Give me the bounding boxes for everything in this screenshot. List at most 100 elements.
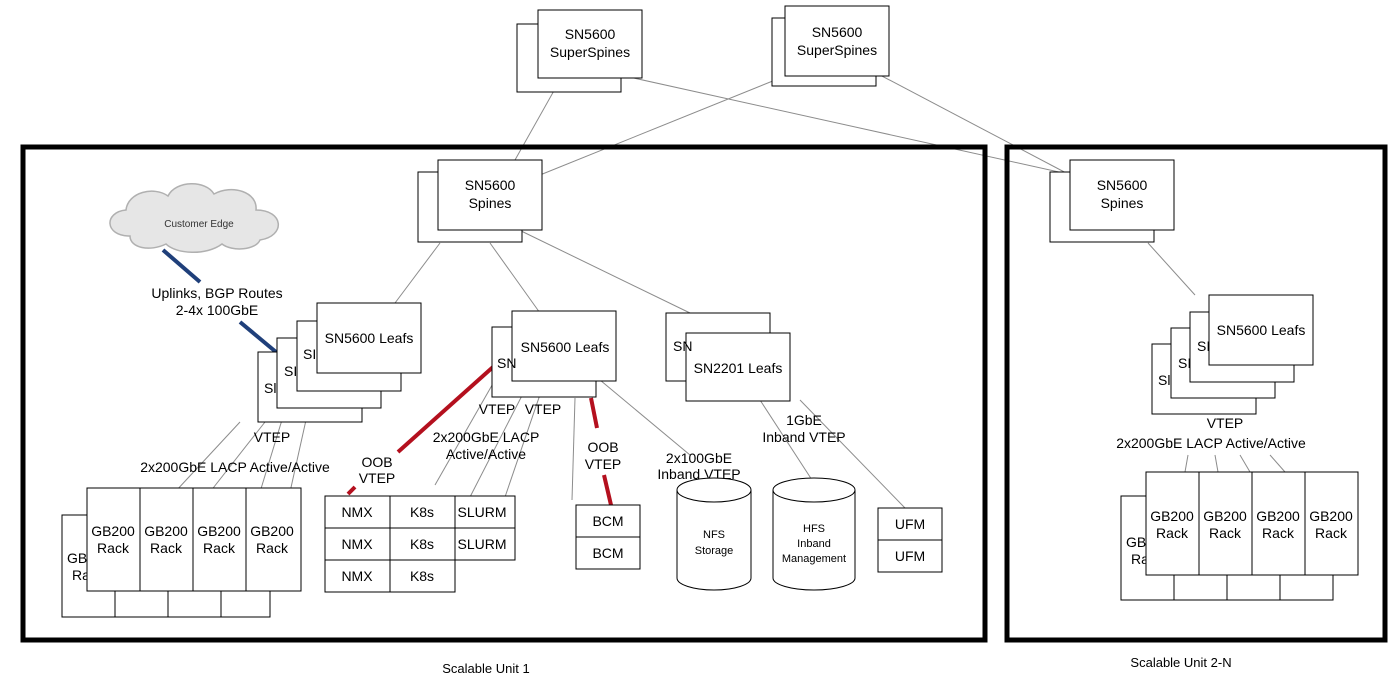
inband1-line2: Inband VTEP [762, 429, 845, 445]
link-superspine2-spines1 [539, 69, 801, 176]
vtep-label-su1-left: VTEP [254, 429, 291, 445]
superspines-left-line1: SN5600 [565, 26, 616, 42]
rack-su2-peek-2: Ra [1131, 551, 1149, 567]
link-leaf-rack-3 [259, 409, 286, 493]
leafs-center-peek: SN [497, 355, 516, 371]
leafs-stack-su1-center[interactable]: SN SN5600 Leafs [491, 310, 617, 398]
link-su2-rack-1 [1184, 454, 1189, 473]
link-spines-leafs-b [489, 242, 541, 314]
rack-su1-2-line1: GB200 [144, 523, 188, 539]
slurm-2: SLURM [457, 536, 506, 552]
uplink-cloud-top [161, 248, 202, 284]
hfs-line2: Inband [797, 538, 831, 550]
superspines-right-line1: SN5600 [812, 24, 863, 40]
rack-su1-1-line2: Rack [97, 540, 130, 556]
link-leaf-nmx [434, 379, 496, 486]
nmx-1: NMX [341, 504, 373, 520]
link-superspine1-spines2 [619, 74, 1096, 181]
oob-link-nmx-top [396, 365, 495, 454]
spines-su2[interactable]: SN5600 Spines [1049, 159, 1175, 243]
link-superspine2-spines2 [879, 74, 1071, 176]
link-leaf-k8s [469, 379, 531, 498]
rack-su1-4-line1: GB200 [250, 523, 294, 539]
superspines-left-line2: SuperSpines [550, 44, 630, 60]
bcm-stack[interactable]: BCM BCM [575, 504, 641, 570]
uplinks-label-line1: Uplinks, BGP Routes [151, 285, 282, 301]
lacp-label-su2: 2x200GbE LACP Active/Active [1116, 435, 1306, 451]
leafs-peek-1: Sl [264, 380, 276, 396]
lacp-label-su1: 2x200GbE LACP Active/Active [140, 459, 330, 475]
cloud-label: Customer Edge [164, 219, 234, 230]
link-2201-hfs [759, 399, 813, 481]
spines-su2-line1: SN5600 [1097, 177, 1148, 193]
leafs-stack-sn2201[interactable]: SN SN2201 Leafs [665, 312, 791, 402]
rack-su1-peek-2: Ra [72, 567, 90, 583]
scalable-unit-2n-label: Scalable Unit 2-N [1130, 655, 1231, 670]
link-leaf-slurm [504, 379, 546, 498]
sn2201-peek: SN [673, 338, 692, 354]
leafs-peek-3: SI [303, 346, 316, 362]
spines-su1-line1: SN5600 [465, 177, 516, 193]
leafs-su2-label: SN5600 Leafs [1217, 322, 1306, 338]
ufm-1: UFM [895, 516, 925, 532]
rack-su1-3-line2: Rack [203, 540, 236, 556]
spines-su1[interactable]: SN5600 Spines [417, 159, 543, 243]
ufm-stack[interactable]: UFM UFM [877, 507, 943, 573]
su2-leafs-peek-1: Sl [1158, 372, 1170, 388]
vtep-label-center-2: VTEP [525, 401, 562, 417]
nfs-storage[interactable]: NFS Storage [676, 477, 752, 591]
link-su2-rack-4 [1269, 454, 1286, 473]
link-leaf-nfs [599, 379, 691, 456]
link-spines-leafs-c [514, 227, 691, 314]
leafs-su1-left-label: SN5600 Leafs [325, 330, 414, 346]
su2-leafs-peek-3: SI [1197, 338, 1210, 354]
service-grid[interactable]: NMX NMX NMX K8s K8s K8s SLURM SLURM [324, 495, 516, 593]
link-spines2-leafs [1147, 242, 1196, 296]
oob-link-bcm-top [589, 397, 599, 429]
rack-su2-4-line2: Rack [1315, 525, 1348, 541]
rack-su2-peek-1: GB [1126, 534, 1146, 550]
superspines-right-line2: SuperSpines [797, 42, 877, 58]
oob-nmx-line2: VTEP [359, 470, 396, 486]
rack-su1-4-line2: Rack [256, 540, 289, 556]
spines-su1-line2: Spines [469, 195, 512, 211]
hfs-management[interactable]: HFS Inband Management [772, 477, 856, 591]
link-spines-leafs-a [394, 242, 441, 304]
superspines-left[interactable]: SN5600 SuperSpines [516, 9, 643, 93]
slurm-1: SLURM [457, 504, 506, 520]
rack-su2-1-line2: Rack [1156, 525, 1189, 541]
link-leaf-bcm [571, 397, 576, 501]
link-leaf-rack-2 [209, 421, 266, 493]
leafs-stack-su2[interactable]: Sl SI SI SN5600 Leafs [1151, 294, 1314, 415]
k8s-1: K8s [410, 504, 434, 520]
rack-su2-3-line2: Rack [1262, 525, 1295, 541]
rack-su1-peek-1: GB [67, 550, 87, 566]
rack-su2-1-line1: GB200 [1150, 508, 1194, 524]
link-leaf-rack-1 [174, 421, 241, 493]
rack-su2-3-line1: GB200 [1256, 508, 1300, 524]
oob-link-nmx-bottom [346, 485, 357, 496]
lacp-center-line1: 2x200GbE LACP [433, 429, 540, 445]
oob-link-bcm-bottom [602, 474, 613, 506]
nfs-line2: Storage [695, 545, 734, 557]
hfs-line3: Management [782, 553, 846, 565]
rack-group-su2[interactable]: GB Ra GB200 Rack GB200 Rack GB200 Rack G… [1120, 471, 1359, 601]
rack-su2-2-line2: Rack [1209, 525, 1242, 541]
scalable-unit-1-frame [20, 144, 988, 643]
customer-edge-cloud: Customer Edge [109, 183, 279, 253]
spines-su2-line2: Spines [1101, 195, 1144, 211]
link-su2-rack-3 [1239, 454, 1251, 473]
rack-group-su1[interactable]: GB Ra GB200 Rack GB200 Rack GB200 Rack G… [61, 487, 302, 618]
bcm-2: BCM [592, 545, 623, 561]
oob-nmx-line1: OOB [361, 454, 392, 470]
link-2201-ufm [799, 399, 906, 509]
inband100-line1: 2x100GbE [666, 450, 732, 466]
superspines-right[interactable]: SN5600 SuperSpines [771, 5, 890, 87]
scalable-unit-2n-frame [1004, 144, 1388, 643]
oob-bcm-line1: OOB [587, 439, 618, 455]
k8s-2: K8s [410, 536, 434, 552]
hfs-line1: HFS [803, 523, 825, 535]
lacp-center-line2: Active/Active [446, 446, 526, 462]
leafs-stack-su1-left[interactable]: Sl SI SI SN5600 Leafs [257, 302, 422, 423]
